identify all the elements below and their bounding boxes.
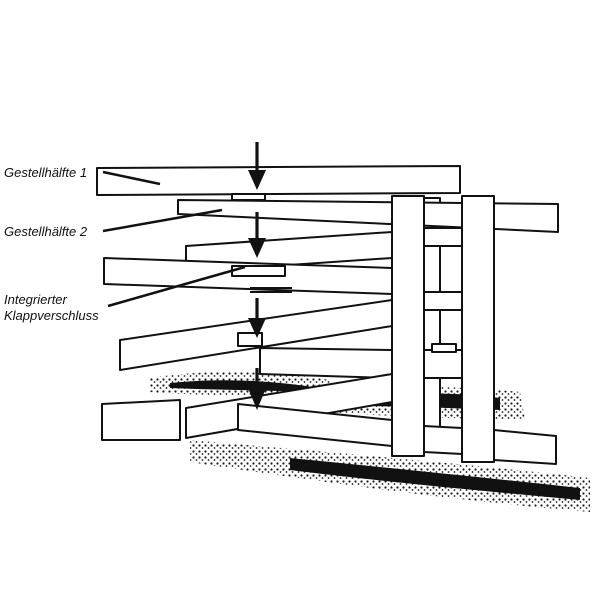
label-gestellhaelfte-2: Gestellhälfte 2 <box>4 224 88 239</box>
down-arrow-icon <box>248 368 266 410</box>
bottom-beams <box>101 373 557 465</box>
post-front-left <box>391 195 425 457</box>
arrows <box>248 142 266 410</box>
top-beam-half2 <box>177 193 559 233</box>
label-klappverschluss-line1: Integrierter <box>4 292 68 307</box>
side-connectors <box>423 227 463 353</box>
top-beam-half1 <box>96 165 461 196</box>
down-arrow-icon <box>248 142 266 190</box>
leader-lines <box>102 170 246 308</box>
leader-line <box>102 208 223 233</box>
post-front-right <box>461 195 495 463</box>
label-klappverschluss-line2: Klappverschluss <box>4 308 99 323</box>
down-arrow-icon <box>248 298 266 338</box>
leader-line <box>107 265 246 308</box>
level-2-beams <box>103 231 393 295</box>
label-gestellhaelfte-1: Gestellhälfte 1 <box>4 165 87 180</box>
leader-line <box>102 170 161 186</box>
down-arrow-icon <box>248 212 266 258</box>
